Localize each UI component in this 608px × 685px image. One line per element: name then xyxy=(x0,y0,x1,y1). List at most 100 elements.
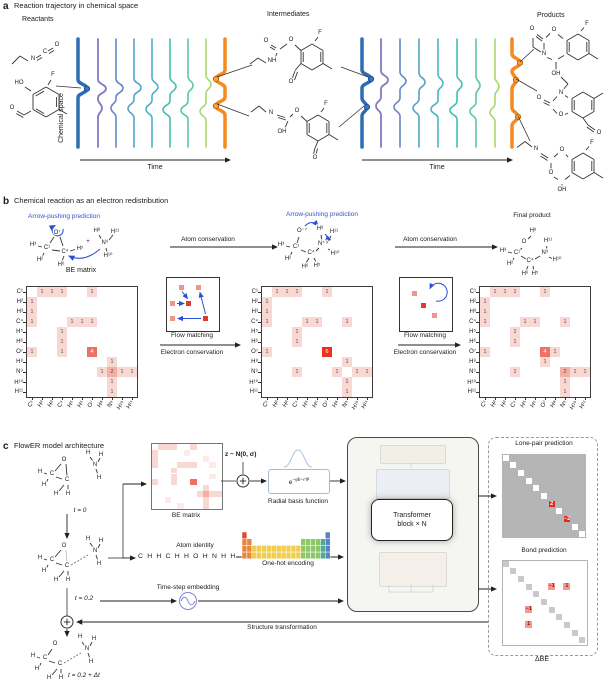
periodic-table-icon xyxy=(266,545,272,553)
matrix-value-cell: 1 xyxy=(342,387,352,397)
intermediate-1-bond xyxy=(311,63,324,71)
rbf-label: Radial basis function xyxy=(268,498,328,505)
axis-tick xyxy=(475,391,479,393)
product-3-atom: OH xyxy=(558,187,567,193)
product-2-bond xyxy=(571,91,584,99)
row-axis-label: H³ xyxy=(251,308,258,315)
axis-tick xyxy=(257,321,261,323)
heat-cell xyxy=(190,461,197,468)
diag-cell xyxy=(571,629,578,636)
intermediate-1-bond xyxy=(294,63,302,71)
heat-cell xyxy=(171,444,178,450)
periodic-table-icon xyxy=(295,551,302,560)
reactant-fluoro-salicylaldehyde-atom: HO xyxy=(15,80,24,86)
intermediate-2-bond xyxy=(300,115,308,122)
axis-tick xyxy=(544,397,546,400)
c-molecule-t0-bond xyxy=(54,463,62,472)
trajectory-marker xyxy=(516,59,524,66)
product-2-bond xyxy=(582,91,595,99)
heat-cell xyxy=(183,461,191,468)
atom-conservation-label-1: Atom conservation xyxy=(181,236,235,243)
reactants-label: Reactants xyxy=(22,16,54,23)
row-axis-label: H⁸ xyxy=(251,358,258,365)
intermediate-2-bond xyxy=(314,140,319,149)
axis-tick xyxy=(356,397,358,400)
axis-tick xyxy=(524,397,526,400)
flow-matching-inset-2 xyxy=(399,277,453,332)
row-axis-label: H⁵ xyxy=(16,328,23,335)
intermediate-1-bond xyxy=(270,44,277,49)
axis-tick xyxy=(22,391,26,393)
diag-cell xyxy=(540,598,547,605)
product-3-bond xyxy=(540,155,548,161)
b-final-product-numbered-bond xyxy=(511,257,515,263)
diag-cell xyxy=(518,576,525,583)
b-intermediate-numbered-bond xyxy=(327,235,332,243)
matrix-value-cell: 1 xyxy=(262,307,272,317)
matrix-value-cell: 1 xyxy=(510,287,520,297)
product-1-bond xyxy=(580,27,585,32)
row-axis-label: H² xyxy=(16,298,23,305)
periodic-table-icon xyxy=(241,538,248,546)
product-2-bond xyxy=(564,112,569,115)
periodic-table-icon xyxy=(256,551,262,560)
c-molecule-t02-atom: H xyxy=(42,568,46,574)
b-final-product-numbered-atom: H² xyxy=(507,261,513,267)
axis-tick xyxy=(257,341,261,343)
periodic-table-icon xyxy=(295,545,302,553)
reactant-ethyl-isocyanate-bond xyxy=(35,54,42,59)
b-final-product-numbered-bond xyxy=(548,256,554,260)
periodic-table-icon xyxy=(325,545,331,553)
gaussian-curve-icon xyxy=(283,449,313,468)
b-reactants-numbered-bond xyxy=(61,255,65,262)
axis-tick xyxy=(475,371,479,373)
matrix-value-cell: 1 xyxy=(540,357,550,367)
periodic-table-icon xyxy=(310,551,316,560)
trajectory-marker xyxy=(514,113,522,120)
product-2-bond xyxy=(552,108,558,114)
row-axis-label: O⁷ xyxy=(16,348,23,355)
plus-circle-icon xyxy=(60,615,74,629)
periodic-table-icon xyxy=(290,551,297,560)
chemical-space-axis-label: Chemical space xyxy=(58,93,66,143)
products-label: Products xyxy=(537,12,565,19)
flow-matching-label-1: Flow matching xyxy=(171,332,213,339)
panel-a-title: Reaction trajectory in chemical space xyxy=(14,1,139,10)
matrix-value-cell: 1 xyxy=(332,367,342,377)
b-intermediate-numbered-bond xyxy=(285,245,291,248)
product-3-bond xyxy=(571,152,584,160)
intermediate-1-bond xyxy=(300,63,313,71)
product-2-atom: N xyxy=(559,90,563,96)
diag-cell xyxy=(556,614,563,621)
reactant-ethyl-isocyanate-bond xyxy=(47,47,54,52)
reactant-fluoro-salicylaldehyde-bond xyxy=(45,109,60,118)
c-molecule-t0-atom: N xyxy=(93,462,97,468)
row-axis-label: C¹ xyxy=(251,288,258,295)
matrix-value-cell: 1 xyxy=(580,367,590,377)
axis-tick xyxy=(22,291,26,293)
b-intermediate-numbered-bond xyxy=(305,257,310,264)
trajectory-line xyxy=(127,38,142,148)
trajectory-line xyxy=(430,38,444,148)
periodic-table-icon xyxy=(305,551,311,560)
periodic-table-icon xyxy=(320,545,326,553)
matrix-value-cell: 1 xyxy=(480,297,490,307)
diag-cell xyxy=(571,523,578,530)
trajectory-marker xyxy=(512,76,520,84)
periodic-table-icon xyxy=(320,538,326,546)
diag-cell: 2 xyxy=(548,500,555,507)
matrix-value-cell: 4 xyxy=(87,347,97,357)
axis-tick xyxy=(257,311,261,313)
connector-line xyxy=(517,115,531,142)
electron-conservation-label-2: Electron conservation xyxy=(393,349,457,356)
axis-tick xyxy=(494,397,496,400)
intermediate-2-bond xyxy=(276,114,286,118)
axis-tick xyxy=(22,301,26,303)
row-axis-label: H¹¹ xyxy=(14,388,23,395)
arrow-pushing-label-1: Arrow-pushing prediction xyxy=(28,213,100,220)
product-1-bond xyxy=(557,34,564,39)
matrix-value-cell: 1 xyxy=(530,317,540,327)
periodic-table-icon xyxy=(300,545,306,553)
periodic-table-icon xyxy=(276,545,282,553)
